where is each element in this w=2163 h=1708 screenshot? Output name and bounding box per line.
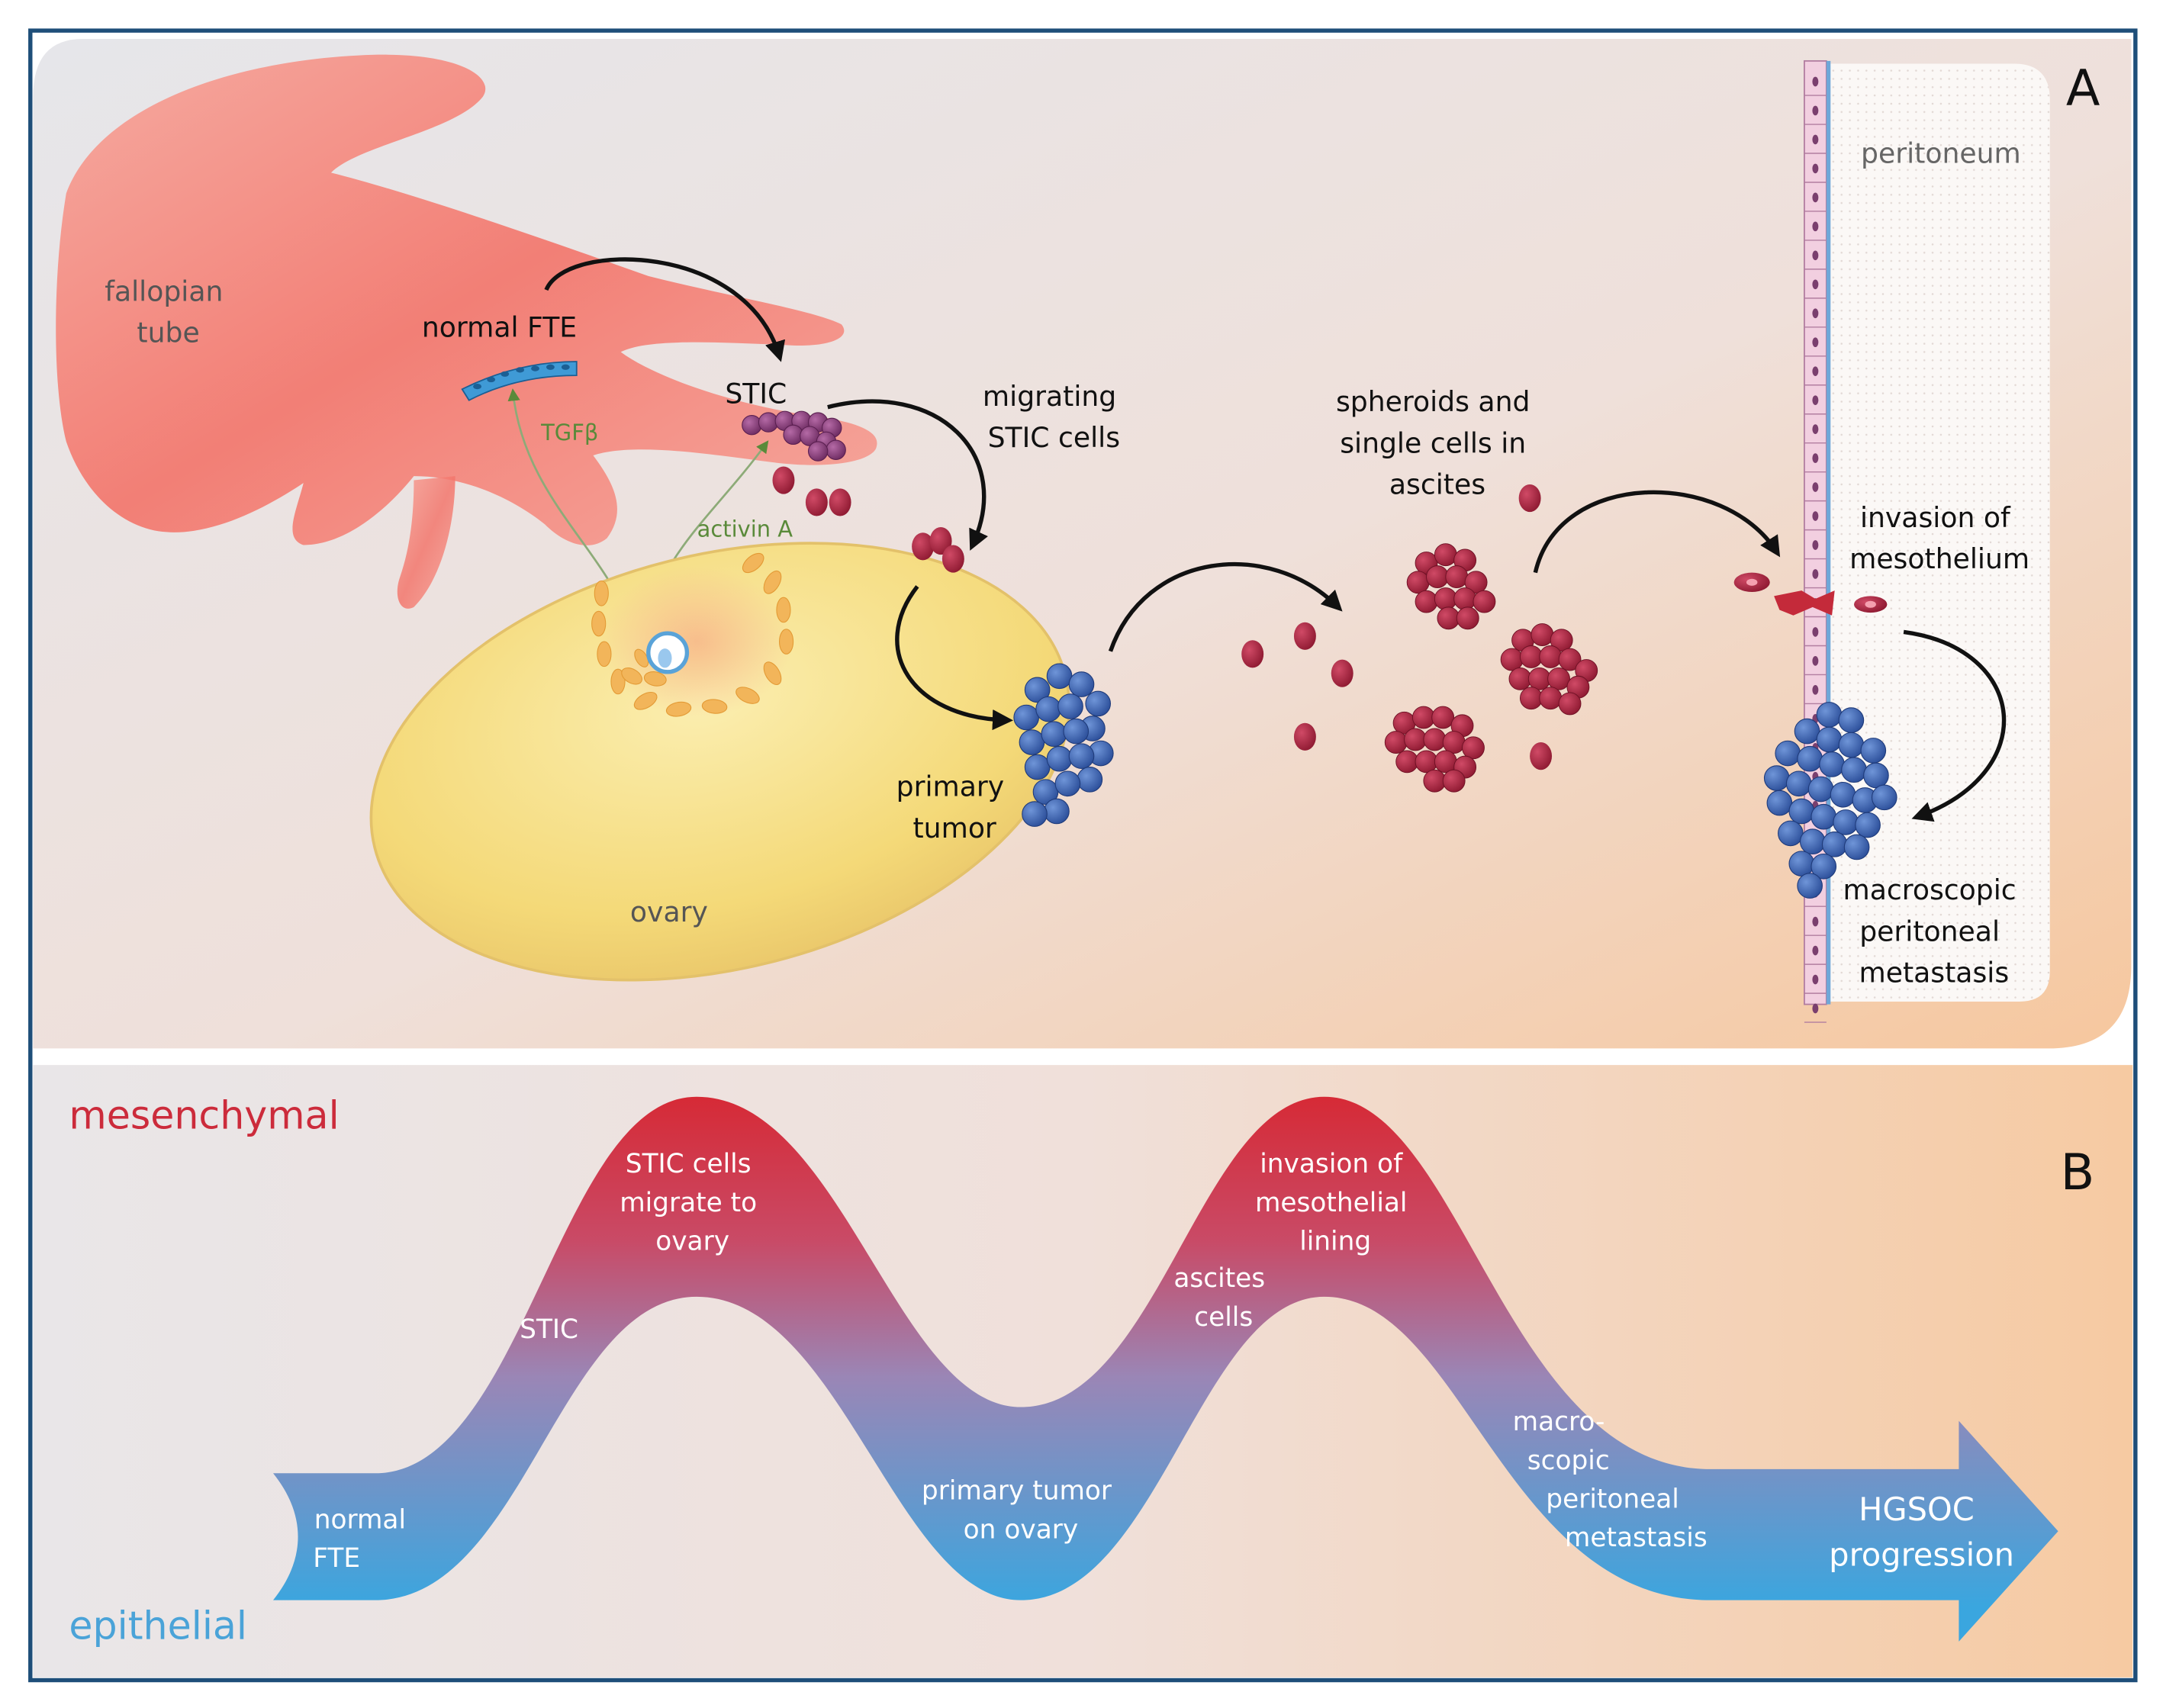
panel-b-letter: B xyxy=(2061,1144,2095,1201)
mesenchymal-label: mesenchymal xyxy=(69,1092,339,1137)
mesothelial-cell-nucleus xyxy=(1812,945,1819,956)
stic-label: STIC xyxy=(725,377,787,410)
mesothelial-cell-nucleus xyxy=(1812,279,1819,290)
fte-to-stic-arrow xyxy=(544,257,786,362)
tgfb-label: TGFβ xyxy=(540,420,598,445)
ovary-label: ovary xyxy=(630,896,708,928)
mesothelial-cell-nucleus xyxy=(1812,105,1819,116)
stage-primary-on-ovary: primary tumor on ovary xyxy=(922,1476,1120,1546)
ascites-to-mesothelium-arrow xyxy=(1533,490,1781,574)
mesothelial-cell-nucleus xyxy=(1812,627,1819,637)
invading-cells xyxy=(1733,572,1888,616)
spheroids-label: spheroids and single cells in ascites xyxy=(1336,385,1539,500)
stage-ascites-cells: ascites cells xyxy=(1173,1263,1273,1333)
mesothelial-cell-nucleus xyxy=(1812,221,1819,232)
mesothelial-cell-nucleus xyxy=(1812,1003,1819,1014)
mesothelial-cell-nucleus xyxy=(1812,192,1819,203)
primary-tumor-cluster xyxy=(1013,663,1114,827)
peritoneal-metastasis-cluster xyxy=(1763,702,1897,899)
mesothelial-cell-nucleus xyxy=(1812,656,1819,666)
ascites-spheroid-2 xyxy=(1500,623,1598,716)
stage-hgsoc-progression: HGSOC progression xyxy=(1829,1491,2014,1574)
stic-to-migrating-arrow xyxy=(827,399,988,551)
mesothelial-cell-nucleus xyxy=(1812,974,1819,985)
stage-invasion-lining: invasion of mesothelial lining xyxy=(1255,1149,1415,1256)
mesothelial-cell-nucleus xyxy=(1812,685,1819,695)
migrating-to-tumor-arrow xyxy=(895,585,1013,731)
migrating-stic-label: migrating STIC cells xyxy=(983,380,1125,454)
migrating-cell-group xyxy=(912,526,964,573)
mesothelial-cell-nucleus xyxy=(1812,395,1819,405)
mesothelial-cell-nucleus xyxy=(1812,76,1819,87)
fallopian-tube-shape xyxy=(56,54,877,545)
stage-stic-migrate: STIC cells migrate to ovary xyxy=(620,1149,765,1256)
mesothelial-cell-nucleus xyxy=(1812,569,1819,579)
stic-cell-cluster xyxy=(742,410,846,462)
mesothelial-cell-nucleus xyxy=(1812,482,1819,492)
mesothelial-cell-nucleus xyxy=(1812,424,1819,434)
mesothelial-cell-nucleus xyxy=(1812,540,1819,550)
invasion-to-metastasis-arrow xyxy=(1903,629,2007,822)
macroscopic-metastasis-label: macroscopic peritoneal metastasis xyxy=(1843,873,2026,989)
ovarian-follicle xyxy=(591,552,794,718)
normal-fte-label: normal FTE xyxy=(422,310,577,343)
emt-wave-band xyxy=(272,1096,2058,1642)
activin-label: activin A xyxy=(697,516,793,542)
normal-fte-cells xyxy=(461,361,578,401)
released-stic-cells xyxy=(772,466,851,516)
fallopian-tube-finger xyxy=(397,476,455,609)
mesothelial-cell-nucleus xyxy=(1812,250,1819,261)
mesothelial-cell-nucleus xyxy=(1812,134,1819,145)
mesothelial-cell-nucleus xyxy=(1812,916,1819,927)
peritoneum-label: peritoneum xyxy=(1861,137,2021,170)
mesothelial-cell-nucleus xyxy=(1812,366,1819,377)
primary-tumor-label: primary tumor xyxy=(896,770,1013,844)
stage-macroscopic-metastasis: macro- scopic peritoneal metastasis xyxy=(1513,1407,1708,1553)
mesothelial-cell-nucleus xyxy=(1812,453,1819,463)
mesothelial-cell-nucleus xyxy=(1812,163,1819,174)
ascites-spheroid-3 xyxy=(1384,706,1485,793)
epithelial-label: epithelial xyxy=(69,1603,247,1648)
mesothelial-cell-nucleus xyxy=(1812,337,1819,348)
ascites-single-cells xyxy=(1241,484,1553,770)
stage-normal-fte: normal FTE xyxy=(313,1505,414,1575)
mesothelial-cell-nucleus xyxy=(1812,308,1819,319)
ascites-spheroid-1 xyxy=(1406,543,1496,630)
mesothelial-cell-nucleus xyxy=(1812,511,1819,521)
stage-stic: STIC xyxy=(520,1314,578,1345)
panel-a-letter: A xyxy=(2066,60,2100,117)
fallopian-tube-label: fallopian tube xyxy=(105,275,232,349)
invasion-mesothelium-label: invasion of mesothelium xyxy=(1849,501,2029,575)
tumor-to-ascites-arrow xyxy=(1108,561,1343,652)
